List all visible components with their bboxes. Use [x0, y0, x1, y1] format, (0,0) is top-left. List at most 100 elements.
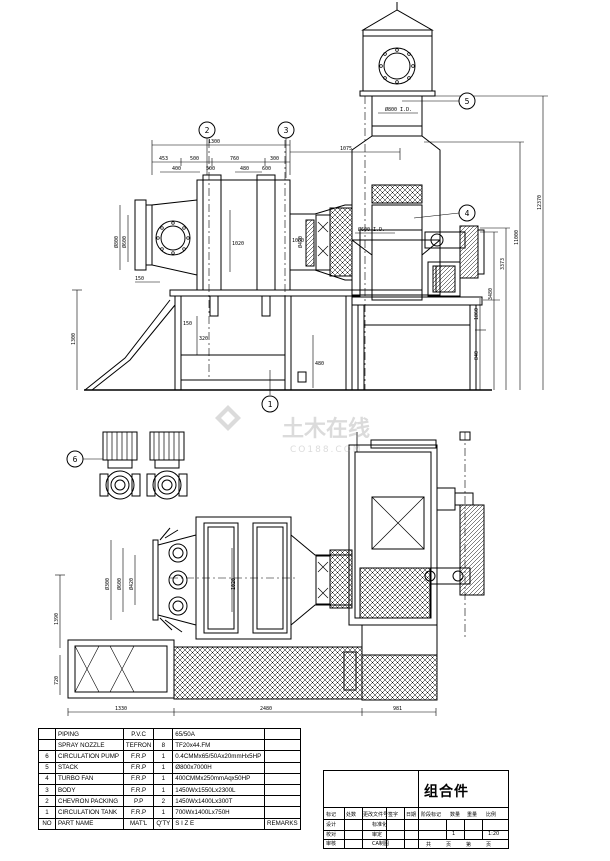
tank-plan — [67, 639, 363, 700]
bom-cell-qty: 1 — [153, 772, 174, 785]
bom-cell-size: TF20x44.FM — [172, 739, 265, 752]
bom-cell-part: SPRAY NOZZLE — [54, 739, 124, 752]
scrubber-body — [134, 140, 291, 380]
dimension-labels: 1300 453 500 760 300 400 500 600 480 107… — [135, 106, 412, 367]
bom-cell-rem — [263, 783, 302, 797]
bom-cell-qty: Q'TY — [153, 817, 174, 830]
bom-cell-rem — [263, 750, 302, 763]
bom-cell-no — [38, 739, 56, 752]
dim-dia-3: Ø420 — [297, 236, 304, 248]
bom-cell-qty: 2 — [153, 795, 174, 808]
tb-role-1: 校对 — [326, 832, 337, 838]
body-plan — [152, 516, 297, 640]
fan-base — [351, 296, 483, 390]
stack-cap — [359, 2, 436, 97]
bom-cell-rem — [263, 806, 302, 819]
bom-cell-rem — [263, 795, 302, 808]
dim-h-1860: 1860 — [474, 308, 480, 320]
dim-small-2: 320 — [199, 336, 208, 342]
dim-span-2: 500 — [190, 156, 199, 162]
balloon-1: 1 — [261, 395, 279, 413]
bom-cell-size: 65/50A — [172, 727, 265, 741]
bom-cell-mat: P.P — [122, 795, 155, 808]
pump-units — [99, 431, 188, 500]
bom-cell-part: CHEVRON PACKING — [54, 795, 124, 808]
bom-cell-size: 1450Wx1400Lx300T — [172, 795, 265, 808]
tb-label-4: 日期 — [406, 812, 417, 818]
bom-cell-size: 0.4CMMx65/50Ax20mmHx5HP — [172, 750, 265, 763]
bom-cell-no — [38, 727, 56, 741]
bom-cell-mat: TEFRON — [122, 739, 155, 752]
tb-label-2: 更改文件号 — [363, 812, 389, 818]
dim-plan-b-1: 1330 — [115, 706, 127, 712]
dim-plan-b-3: 981 — [393, 706, 402, 712]
balloon-5: 5 — [458, 92, 476, 110]
bom-cell-part: CIRCULATION PUMP — [54, 750, 124, 763]
bom-cell-size: 1450Wx1550Lx2300L — [172, 783, 265, 797]
dim-h-3373: 3373 — [500, 258, 506, 270]
tb-label-3: 签字 — [388, 812, 399, 818]
svg-text:2: 2 — [205, 126, 210, 135]
dim-plan-h-3: 720 — [54, 676, 60, 685]
bom-cell-no: 2 — [38, 795, 56, 808]
bom-cell-qty: 1 — [153, 783, 174, 797]
dim-span-3: 760 — [230, 156, 239, 162]
dim-h-840: 840 — [474, 351, 480, 360]
tb-col-1: 数量 — [450, 812, 461, 818]
bom-cell-size: 400CMMx250mmAqx50HP — [172, 772, 265, 785]
tb-role2-1: 审定 — [372, 832, 383, 838]
dim-seg-400: 400 — [172, 166, 181, 172]
bom-cell-part: BODY — [54, 783, 124, 797]
bom-cell-qty: 1 — [153, 806, 174, 819]
tb-col-3: 比例 — [486, 812, 497, 818]
dim-span-1: 453 — [159, 156, 168, 162]
dim-plan-b-2: 2480 — [260, 706, 272, 712]
bom-cell-mat: P.V.C — [122, 727, 155, 741]
tb-sheet-3: 页 — [486, 842, 492, 848]
tb-sheet-2: 第 — [466, 842, 472, 848]
bom-cell-mat: F.R.P — [122, 750, 155, 763]
stack-duct — [351, 95, 441, 390]
balloon-2: 2 — [198, 121, 216, 139]
bom-cell-part: TURBO FAN — [54, 772, 124, 785]
bom-cell-mat: F.R.P — [122, 806, 155, 819]
vertical-dimension-labels: 12370 11000 3373 3480 1860 840 1300 Ø800… — [54, 195, 543, 685]
dim-small-4: 1000 — [292, 238, 304, 244]
elevation-dimensions — [72, 95, 548, 390]
plan-bottom-labels: 1330 2480 981 — [115, 706, 402, 712]
dim-plan-h-1: 1390 — [54, 613, 60, 625]
bom-cell-part: CIRCULATION TANK — [54, 806, 124, 819]
balloon-3: 3 — [277, 121, 295, 139]
title-block: 组合件 标记 处数 更改文件号 签字 日期 设计 校对 审核 标准化 审定 CA… — [323, 770, 509, 849]
dim-stack-dia: Ø800 I.D. — [385, 106, 412, 113]
bom-cell-no: 4 — [38, 772, 56, 785]
dim-seg-600: 600 — [262, 166, 271, 172]
plan-dimensions — [55, 540, 437, 716]
bom-cell-part: STACK — [54, 761, 124, 774]
bom-cell-no: 1 — [38, 806, 56, 819]
dim-small-3: 480 — [315, 361, 324, 367]
watermark: 土木在线 CO188.COM — [215, 405, 370, 455]
fan-plan — [348, 431, 485, 701]
dim-h-12370: 12370 — [537, 195, 543, 210]
dim-body-h: 1020 — [232, 241, 244, 247]
fan-inlet-duct — [290, 204, 353, 281]
dim-fan-inlet: Ø600 I.D. — [358, 226, 385, 233]
bom-cell-size: Ø800x7000H — [172, 761, 265, 774]
watermark-en: CO188.COM — [290, 445, 363, 455]
bom-cell-qty — [153, 727, 174, 741]
tb-role-2: 审核 — [326, 841, 337, 847]
svg-text:3: 3 — [284, 126, 289, 135]
tb-role2-0: 标准化 — [372, 822, 388, 828]
tb-label-0: 标记 — [326, 812, 337, 818]
tb-role-0: 设计 — [326, 822, 337, 828]
bom-cell-rem — [263, 739, 302, 752]
balloon-4: 4 — [458, 204, 476, 222]
dim-h-3480: 3480 — [488, 288, 494, 300]
tb-role2-2: CA制图 — [372, 841, 389, 847]
